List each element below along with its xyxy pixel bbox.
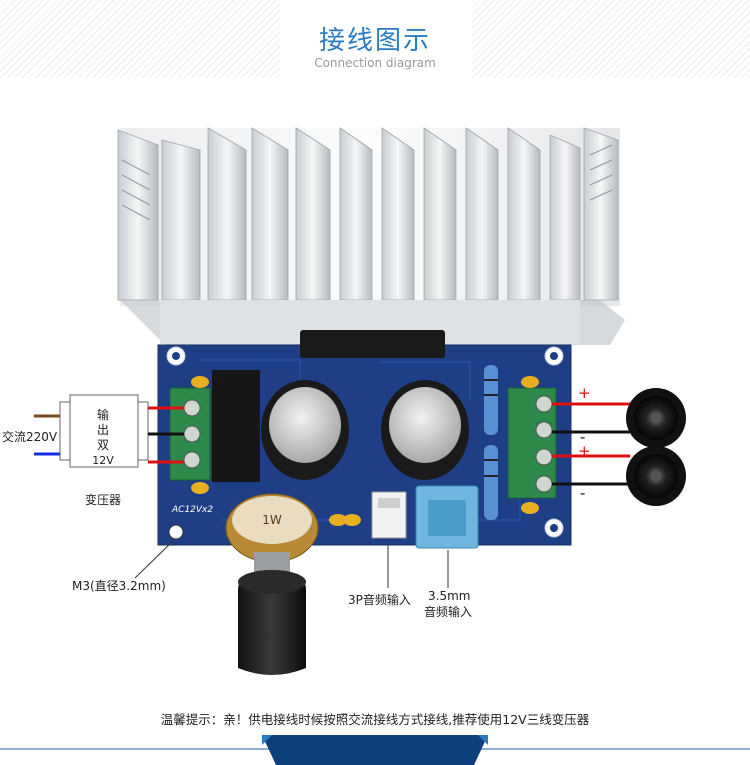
annotation-lines — [134, 537, 449, 588]
mount-hole-marker — [168, 524, 184, 540]
3-5mm-input-label-1: 3.5mm — [428, 589, 470, 603]
3-5mm-audio-jack — [415, 485, 479, 549]
3p-input-label: 3P音频输入 — [348, 592, 411, 607]
small-capacitors — [191, 376, 539, 526]
mount-hole-label: M3(直径3.2mm) — [72, 579, 166, 593]
transformer-text-3: 双 — [97, 438, 109, 452]
pot-label: 1W — [262, 513, 282, 527]
speaker-top-minus: - — [580, 428, 585, 446]
heatsink — [117, 127, 625, 345]
bottom-banner — [0, 735, 750, 765]
ac-input-label: 交流220V — [2, 429, 58, 444]
transformer-caption: 变压器 — [85, 492, 121, 507]
volume-knob — [238, 570, 306, 675]
speaker-terminal-block — [507, 387, 557, 499]
3-5mm-input-label-2: 音频输入 — [424, 604, 472, 619]
speaker-bottom-minus: - — [580, 484, 585, 502]
filter-capacitor-left — [261, 380, 349, 480]
filter-capacitor-right — [381, 380, 469, 480]
header-hatch-right — [472, 0, 750, 78]
speaker-bottom — [626, 446, 686, 506]
page-subtitle: Connection diagram — [314, 56, 436, 70]
volume-potentiometer — [225, 493, 319, 582]
wires — [34, 402, 630, 486]
transformer — [59, 394, 149, 468]
page-title: 接线图示 — [318, 26, 431, 56]
transformer-text-2: 出 — [97, 423, 109, 437]
speaker-bottom-plus: + — [578, 442, 591, 460]
board-model-silkscreen: AC12Vx2 — [171, 505, 213, 515]
amplifier-ic — [300, 330, 445, 358]
transformer-text-4: 12V — [92, 454, 114, 467]
speaker-top-plus: + — [578, 384, 591, 402]
resistors — [484, 365, 498, 520]
transformer-text-1: 输 — [97, 407, 109, 422]
speaker-top — [626, 388, 686, 448]
footer-tip: 温馨提示：亲！供电接线时候按照交流接线方式接线,推荐使用12V三线变压器 — [160, 712, 590, 727]
header-hatch-left — [0, 0, 280, 78]
3p-audio-connector — [371, 491, 407, 539]
